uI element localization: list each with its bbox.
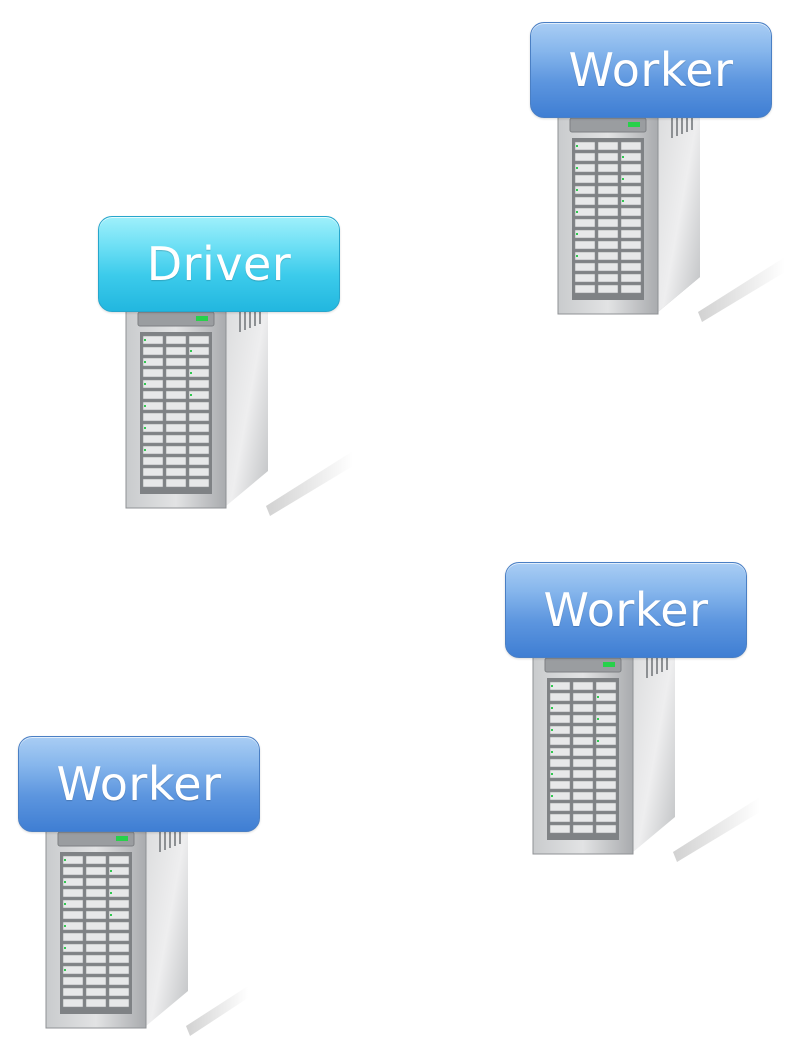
- worker-node-bottom-left: Worker: [18, 736, 260, 1036]
- server-tower-icon: [557, 80, 785, 322]
- driver-node: Driver: [98, 216, 353, 516]
- worker-label: Worker: [18, 736, 260, 832]
- server-tower-icon: [125, 274, 353, 516]
- worker-label: Worker: [505, 562, 747, 658]
- server-tower-icon: [532, 620, 760, 862]
- server-tower-icon: [45, 794, 248, 1036]
- driver-label: Driver: [98, 216, 340, 312]
- worker-label: Worker: [530, 22, 772, 118]
- worker-node-middle-right: Worker: [505, 562, 760, 862]
- worker-node-top-right: Worker: [530, 22, 785, 322]
